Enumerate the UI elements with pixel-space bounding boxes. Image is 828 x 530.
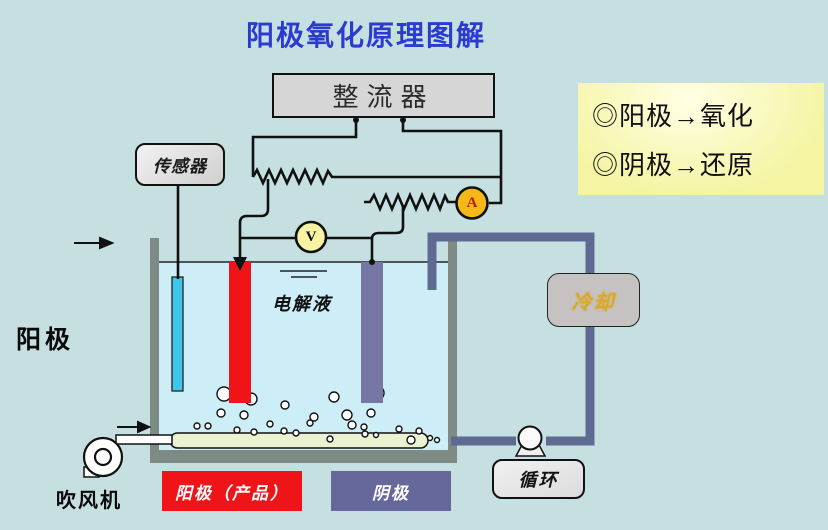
- legend-anode-box: 阳极（产品）: [162, 471, 302, 511]
- circulation-pump-box: 循环: [492, 459, 585, 499]
- pump-icon: [517, 425, 543, 451]
- circulation-label: 循环: [518, 470, 559, 490]
- anode-wire-arrowhead: [233, 257, 247, 271]
- ammeter-icon: [455, 186, 489, 220]
- voltmeter-icon: [294, 220, 328, 254]
- reaction-info-box: ◎阳极→氧化 ◎阴极→还原: [578, 83, 824, 195]
- cathode-junction-dot: [369, 259, 375, 265]
- circulation-pipe: [427, 232, 595, 446]
- sensor-box: 传感器: [135, 143, 225, 186]
- cooler-box: 冷却: [547, 273, 640, 327]
- right-arrow-icon: [74, 236, 115, 250]
- terminal-dot: [353, 117, 359, 123]
- blower-duct: [115, 434, 173, 445]
- info-line-cathode: ◎阴极→还原: [592, 151, 755, 181]
- anode-electrode: [229, 262, 251, 403]
- blower-label: 吹风机: [56, 490, 122, 512]
- sensor-label: 传感器: [153, 157, 207, 176]
- terminal-dot: [400, 117, 406, 123]
- cathode-electrode: [361, 262, 383, 403]
- rectifier-box: 整流器: [272, 73, 495, 118]
- air-diffuser-tube: [169, 432, 429, 449]
- electrolyte-label: 电解液: [272, 294, 332, 314]
- ammeter-letter: A: [466, 194, 478, 211]
- page-title: 阳极氧化原理图解: [246, 20, 487, 51]
- sensor-probe: [171, 276, 184, 392]
- tank-bottom: [150, 450, 457, 463]
- right-arrow-icon: [117, 420, 152, 434]
- voltmeter-letter: V: [305, 228, 317, 245]
- legend-cathode-label: 阴极: [372, 483, 410, 503]
- tank-wall-left: [150, 238, 159, 463]
- anode-side-label: 阳极: [16, 326, 75, 354]
- tank-wall-right: [448, 238, 457, 463]
- legend-cathode-box: 阴极: [331, 471, 451, 511]
- blower-fan-hub: [93, 447, 113, 467]
- circuit-wires: [176, 120, 503, 279]
- rectifier-label: 整流器: [332, 83, 435, 112]
- info-line-anode: ◎阳极→氧化: [592, 101, 755, 131]
- cooler-label: 冷却: [571, 291, 616, 314]
- legend-anode-label: 阳极（产品）: [175, 483, 289, 503]
- electrolyte-liquid: [158, 262, 449, 452]
